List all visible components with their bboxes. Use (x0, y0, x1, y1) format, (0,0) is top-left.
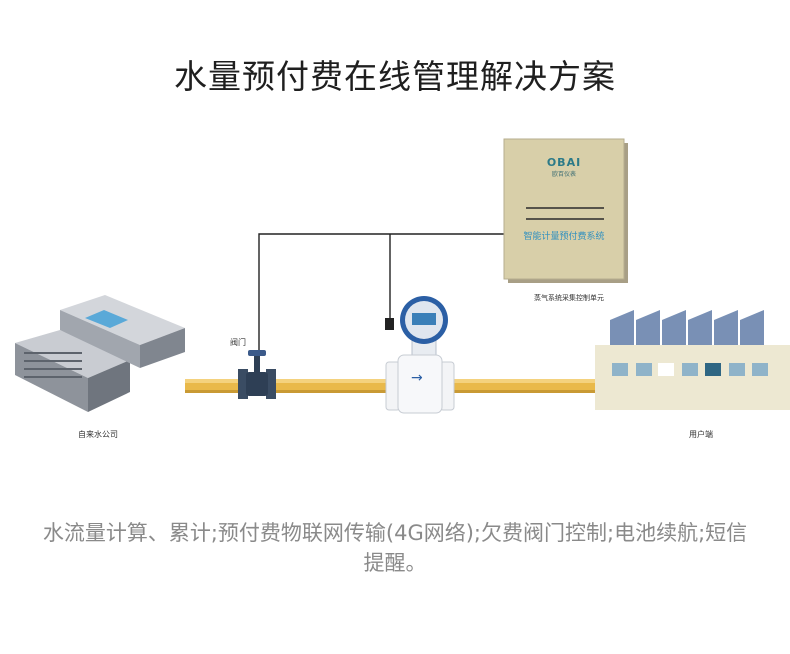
user-end-label: 用户端 (689, 430, 713, 439)
signal-wires (258, 233, 504, 352)
brand-subtitle: 欧百仪表 (551, 171, 576, 178)
valve-label: 阀门 (230, 338, 246, 347)
control-box-caption: 蒸气系统采集控制单元 (534, 294, 604, 302)
water-company-label: 自来水公司 (78, 430, 118, 439)
page-title: 水量预付费在线管理解决方案 (174, 57, 616, 96)
system-name: 智能计量预付费系统 (523, 232, 605, 242)
valve-icon (238, 350, 276, 399)
brand-logo: OBAI (546, 156, 582, 169)
water-company-building-icon (15, 295, 185, 412)
flow-meter-icon: → (385, 296, 455, 414)
feature-description: 水流量计算、累计;预付费物联网传输(4G网络);欠费阀门控制;电池续航;短信提醒… (42, 521, 748, 575)
control-box (503, 138, 628, 283)
factory-icon (595, 310, 790, 410)
meter-arrow: → (411, 370, 423, 386)
